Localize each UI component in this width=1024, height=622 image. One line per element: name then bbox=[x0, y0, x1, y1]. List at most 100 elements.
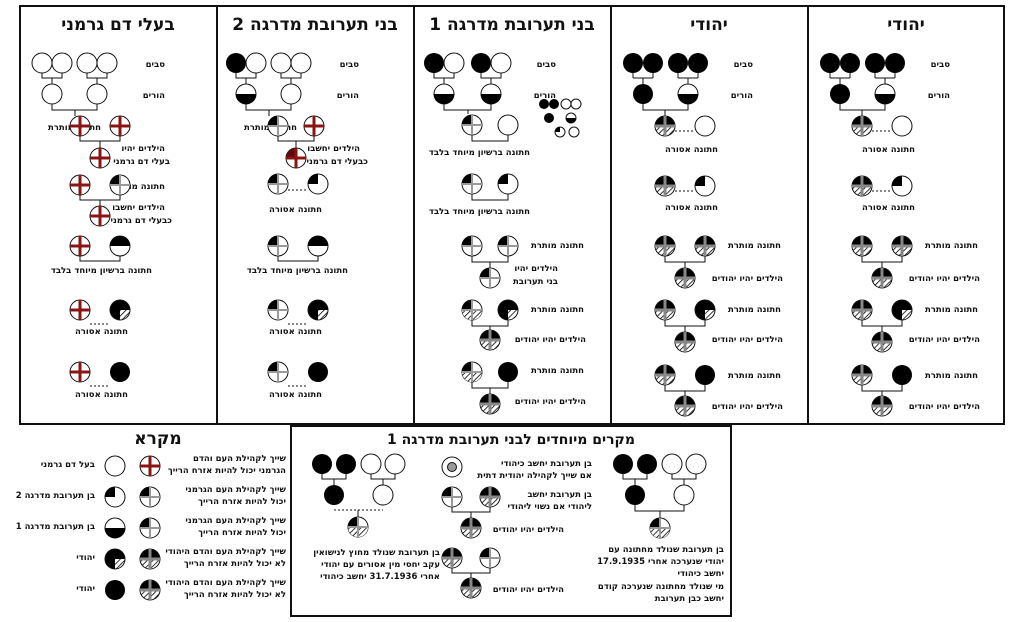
symbol-jewx bbox=[674, 267, 696, 289]
symbol-jewx bbox=[441, 547, 463, 569]
symbol-hx bbox=[649, 517, 671, 539]
special-left-text: בן תערובת שנולד מחוץ לנישואין bbox=[313, 548, 440, 558]
symbol-redx bbox=[69, 174, 91, 196]
symbol-empty bbox=[384, 453, 406, 475]
legend-name: בן תערובת מדרגה 1 bbox=[16, 522, 95, 532]
symbol-wx bbox=[139, 486, 161, 508]
symbol-empty bbox=[76, 52, 98, 74]
legend-desc: שייך לקהילת העם הגרמני bbox=[185, 485, 286, 495]
symbol-black bbox=[688, 53, 708, 73]
legend-desc: שייך לקהילת העם והדם bbox=[193, 454, 287, 464]
symbol-jewx bbox=[871, 267, 893, 289]
symbol-empty bbox=[372, 484, 394, 506]
label: כבעלי דם גרמני bbox=[306, 157, 368, 167]
panel-border-mixed2 bbox=[216, 5, 415, 425]
symbol-empty bbox=[443, 52, 465, 74]
symbol-threeq bbox=[891, 299, 913, 321]
symbol-empty bbox=[490, 52, 512, 74]
symbol-empty bbox=[96, 52, 118, 74]
label: סבים bbox=[931, 60, 951, 70]
symbol-jewx bbox=[851, 235, 873, 257]
symbol-half bbox=[677, 83, 699, 105]
symbol-empty bbox=[270, 52, 292, 74]
symbol-wx bbox=[267, 235, 289, 257]
symbol-empty bbox=[31, 52, 53, 74]
symbol-empty bbox=[568, 126, 580, 138]
symbol-halftop bbox=[307, 235, 329, 257]
symbol-quarter bbox=[554, 126, 566, 138]
symbol-jewx bbox=[139, 548, 161, 570]
symbol-black bbox=[892, 365, 912, 385]
label: חתונה מותרת bbox=[925, 371, 978, 381]
label: הורים bbox=[143, 91, 165, 101]
label: חתונה אסורה bbox=[665, 145, 718, 155]
symbol-jewx bbox=[654, 364, 676, 386]
symbol-jewx bbox=[851, 299, 873, 321]
label: סבים bbox=[734, 60, 754, 70]
label: חתונה אסורה bbox=[269, 390, 322, 400]
symbol-empty bbox=[694, 115, 716, 137]
label: חתונה אסורה bbox=[269, 205, 322, 215]
symbol-black bbox=[625, 485, 645, 505]
panel-title-jew2: יהודי bbox=[887, 15, 925, 35]
symbol-black bbox=[840, 53, 860, 73]
symbol-black bbox=[623, 53, 643, 73]
symbol-half bbox=[104, 517, 126, 539]
symbol-wx bbox=[109, 174, 131, 196]
symbol-redx bbox=[69, 299, 91, 321]
symbol-quarter bbox=[891, 175, 913, 197]
symbol-wx bbox=[441, 486, 463, 508]
symbol-jewx bbox=[479, 393, 501, 415]
label: הורים bbox=[928, 91, 950, 101]
symbol-black bbox=[830, 84, 850, 104]
symbol-hx bbox=[347, 516, 369, 538]
special-title: מקרים מיוחדים לבני תערובת מדרגה 1 bbox=[387, 432, 635, 448]
symbol-jewx bbox=[674, 331, 696, 353]
legend-desc: שייך לקהילת העם הגרמני bbox=[185, 516, 286, 526]
symbol-jewx bbox=[694, 235, 716, 257]
symbol-empty bbox=[891, 115, 913, 137]
symbol-threeq bbox=[104, 548, 126, 570]
symbol-half bbox=[480, 83, 502, 105]
symbol-black bbox=[324, 485, 344, 505]
symbol-jewx bbox=[871, 395, 893, 417]
symbol-hx bbox=[461, 361, 483, 383]
symbol-black bbox=[613, 454, 633, 474]
symbol-empty bbox=[51, 52, 73, 74]
symbol-hx bbox=[461, 299, 483, 321]
special-right-text: יחשב כבן תערובת bbox=[655, 594, 724, 604]
label: הילדים יחשבו bbox=[112, 203, 165, 213]
label: חתונה אסורה bbox=[862, 145, 915, 155]
symbol-jewx bbox=[460, 577, 482, 599]
special-middle-text: הילדים יהיו יהודים bbox=[493, 585, 564, 595]
label: חתונה אסורה bbox=[75, 327, 128, 337]
symbol-wx bbox=[267, 115, 289, 137]
symbol-wx bbox=[479, 547, 501, 569]
symbol-wx bbox=[267, 299, 289, 321]
symbol-threeq bbox=[694, 299, 716, 321]
symbol-empty bbox=[245, 52, 267, 74]
legend-desc: יכול להיות אזרח הרייך bbox=[198, 497, 286, 507]
special-right-text: יחשב כיהודי bbox=[677, 569, 724, 579]
special-middle-text: הילדים יהיו יהודים bbox=[493, 525, 564, 535]
symbols bbox=[31, 52, 913, 601]
symbol-black bbox=[336, 454, 356, 474]
legend-desc: שייך לקהילת העם והדם היהודי bbox=[165, 578, 286, 588]
symbol-wx bbox=[267, 173, 289, 195]
symbol-jewx bbox=[479, 486, 501, 508]
symbol-black bbox=[471, 53, 491, 73]
label: הורים bbox=[337, 91, 359, 101]
special-middle-text: בן תערובת יחשב bbox=[528, 490, 593, 500]
panel-title-jew1: יהודי bbox=[690, 15, 728, 35]
label: בני תערובת bbox=[513, 277, 558, 287]
symbol-half bbox=[565, 112, 577, 124]
symbol-threeq bbox=[109, 299, 131, 321]
label: חתונה ברשיון מיוחד בלבד bbox=[429, 207, 530, 217]
symbol-jewx bbox=[654, 235, 676, 257]
symbol-redx bbox=[89, 205, 111, 227]
symbol-wx bbox=[497, 235, 519, 257]
symbol-wx bbox=[461, 114, 483, 136]
symbol-jewx bbox=[654, 175, 676, 197]
